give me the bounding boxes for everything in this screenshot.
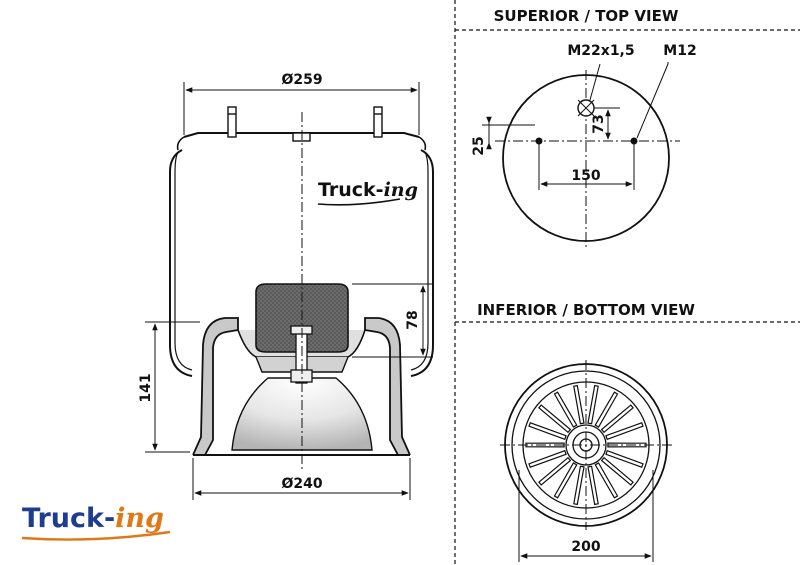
stud-spacing-label: 150	[571, 168, 600, 184]
bottom-view-rib	[528, 449, 567, 468]
bottom-view-rib	[538, 404, 572, 434]
brand-logo-swoosh	[21, 530, 171, 541]
height-78-label: 78	[405, 310, 421, 329]
bottom-view-rib	[605, 422, 644, 441]
bottom-view	[500, 360, 672, 530]
stud-hole-left	[535, 137, 543, 145]
stud-hole-right	[630, 137, 638, 145]
bottom-diameter-label: Ø240	[281, 476, 322, 492]
base-width-label: 200	[571, 539, 600, 555]
top-view-dimensions	[482, 107, 635, 190]
bottom-view-rib	[587, 465, 599, 506]
top-diameter-label: Ø259	[281, 72, 322, 88]
bottom-view-rib	[573, 384, 585, 425]
bellows-outer	[169, 149, 193, 377]
top-view	[495, 62, 680, 248]
bolt-thread-label: M12	[663, 43, 696, 59]
brand-logo-part1: Truck-	[22, 503, 115, 534]
side-dimensions	[145, 82, 433, 500]
brand-logo: Truck-ing	[21, 503, 171, 541]
bellows-outer-right	[410, 149, 434, 377]
view-separators	[454, 0, 800, 565]
bottom-view-rib	[594, 462, 619, 499]
svg-text:Truck-ing: Truck-ing	[318, 179, 418, 201]
top-studs	[227, 106, 383, 138]
piston-skirt	[192, 317, 239, 456]
bottom-view-rib	[600, 404, 634, 434]
bellows-logo-part1: Truck-	[318, 179, 384, 201]
height-141-label: 141	[138, 373, 154, 402]
bottom-view-rib	[553, 462, 578, 499]
bottom-view-rib	[553, 391, 578, 428]
stud-thread-label: M22x1,5	[567, 43, 634, 59]
bottom-view-rib	[573, 465, 585, 506]
bottom-view-rib	[587, 384, 599, 425]
bottom-view-rib	[538, 456, 572, 486]
bottom-view-rib	[600, 456, 634, 486]
bottom-view-heading: INFERIOR / BOTTOM VIEW	[477, 301, 695, 319]
bellows-logo: Truck-ing	[317, 179, 418, 206]
bottom-view-rib	[528, 422, 567, 441]
brand-logo-part2: ing	[115, 503, 164, 534]
offset-25-label: 25	[471, 136, 487, 155]
bellows-logo-part2: ing	[384, 179, 418, 201]
bottom-view-rib	[594, 391, 619, 428]
top-view-heading: SUPERIOR / TOP VIEW	[494, 7, 679, 25]
bottom-view-ribs	[525, 384, 647, 506]
bottom-view-rib	[605, 449, 644, 468]
svg-text:Truck-ing: Truck-ing	[22, 503, 164, 534]
offset-73-label: 73	[591, 114, 607, 133]
bottom-view-dimensions	[518, 470, 654, 562]
